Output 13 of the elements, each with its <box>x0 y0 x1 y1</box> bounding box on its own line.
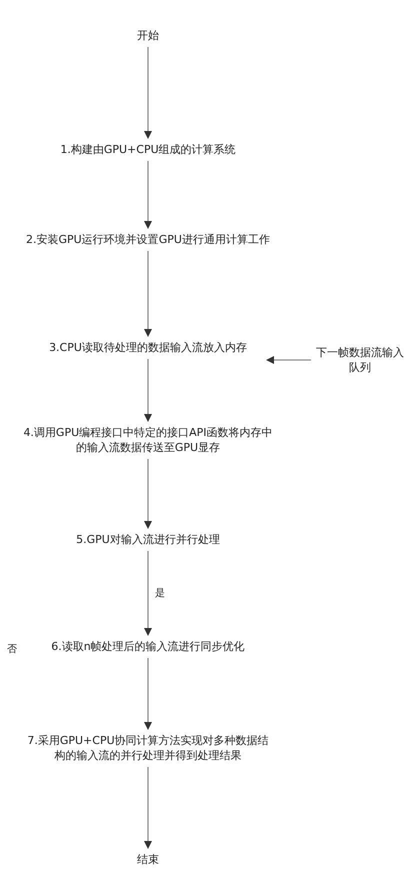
arrow <box>144 550 152 636</box>
step-text: 4.调用GPU编程接口中特定的接口API函数将内存中的输入流数据传送至GPU显存 <box>23 425 273 455</box>
arrow <box>144 766 152 849</box>
arrow <box>144 658 152 730</box>
arrow <box>144 358 152 422</box>
arrow <box>144 250 152 337</box>
arrow <box>144 458 152 529</box>
edge-label: 是 <box>154 586 166 600</box>
arrow <box>266 356 312 364</box>
step-text: 下一帧数据流输入队列 <box>315 345 405 375</box>
arrow <box>144 160 152 229</box>
arrow <box>144 46 152 139</box>
branch-label: 否 <box>6 642 18 656</box>
